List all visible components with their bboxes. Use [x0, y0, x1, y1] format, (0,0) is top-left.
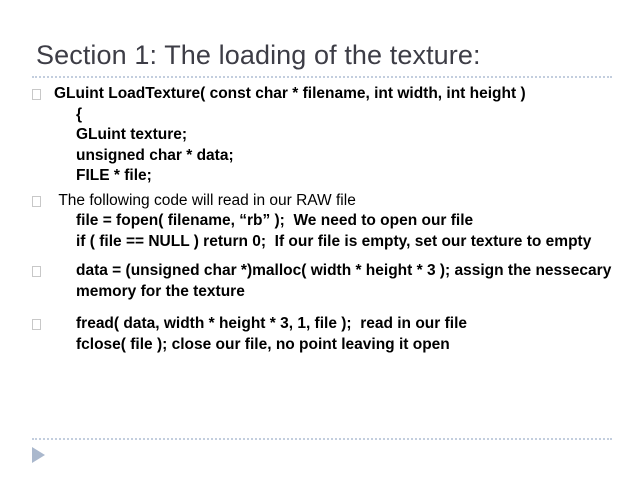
- bullet-line: The following code will read in our RAW …: [54, 191, 356, 209]
- list-item: GLuint LoadTexture( const char * filenam…: [24, 84, 620, 187]
- bullet-line: if ( file == NULL ) return 0; If our fil…: [76, 232, 592, 250]
- slide-body: GLuint LoadTexture( const char * filenam…: [24, 84, 620, 355]
- bullet-line: unsigned char * data;: [76, 146, 234, 164]
- hollow-square-bullet-icon: [32, 319, 41, 330]
- hollow-square-bullet-icon: [32, 195, 41, 207]
- play-triangle-icon[interactable]: [32, 447, 45, 463]
- bullet-line: FILE * file;: [76, 167, 152, 184]
- hollow-square-bullet-icon: [32, 89, 41, 100]
- page-title: Section 1: The loading of the texture:: [36, 40, 481, 70]
- spacer: [24, 302, 620, 314]
- list-item: fread( data, width * height * 3, 1, file…: [24, 314, 620, 355]
- bullet-line: fread( data, width * height * 3, 1, file…: [76, 315, 467, 332]
- list-item: The following code will read in our RAW …: [24, 191, 620, 253]
- hollow-square-bullet-icon: [32, 266, 41, 277]
- title-block: Section 1: The loading of the texture:: [36, 38, 616, 72]
- bullet-line: fclose( file ); close our file, no point…: [76, 335, 450, 353]
- footer-divider: [32, 438, 612, 440]
- list-item: data = (unsigned char *)malloc( width * …: [24, 261, 620, 302]
- bullet-line: {: [76, 105, 83, 123]
- title-divider: [32, 76, 612, 78]
- bullet-line: file = fopen( filename, “rb” ); We need …: [76, 212, 474, 229]
- bullet-line: data = (unsigned char *)malloc( width * …: [76, 262, 616, 300]
- bullet-line: GLuint texture;: [76, 126, 188, 143]
- bullet-line: GLuint LoadTexture( const char * filenam…: [54, 85, 526, 102]
- spacer: [24, 252, 620, 261]
